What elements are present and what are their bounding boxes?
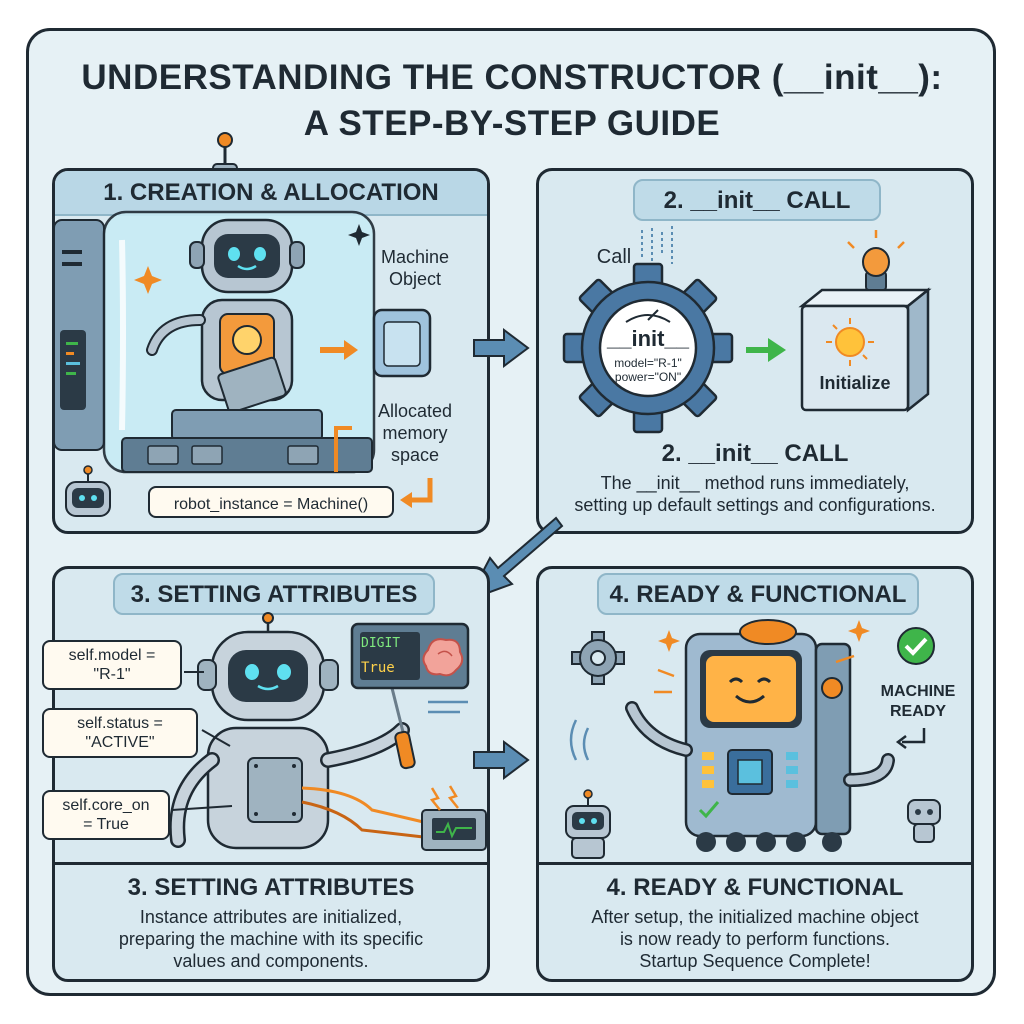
step-3-divider (52, 862, 490, 865)
attributes-illustration (169, 612, 487, 851)
attr-status-box: self.status = "ACTIVE" (42, 708, 198, 758)
attr-status-line-1: self.status = (77, 715, 163, 732)
attr-core-box: self.core_on = True (42, 790, 170, 840)
step-2-caption-heading: 2. __init__ CALL (661, 440, 849, 467)
attr-model-line-1: self.model = (68, 647, 156, 664)
title-line-2: A STEP-BY-STEP GUIDE (303, 104, 721, 143)
step-1-heading: 1. CREATION & ALLOCATION (55, 171, 487, 216)
step-4-divider (536, 862, 974, 865)
machine-object-label-2: Object (388, 269, 442, 289)
init-illustration (562, 226, 932, 434)
instantiation-code: robot_instance = Machine() (148, 486, 394, 518)
step-2-caption-line-1: The __init__ method runs immediately, (600, 473, 910, 493)
attr-status-line-2: "ACTIVE" (85, 734, 155, 751)
call-label: Call (596, 246, 632, 268)
step-3-heading: 3. SETTING ATTRIBUTES (113, 573, 435, 615)
screen-line-1: DIGIT (361, 636, 401, 651)
memory-label-3: space (390, 445, 440, 465)
gear-arg-power: power="ON" (614, 370, 682, 384)
step-3-caption-line-1: Instance attributes are initialized, (139, 907, 403, 927)
step-3-caption-heading: 3. SETTING ATTRIBUTES (127, 874, 415, 901)
step-4-heading: 4. READY & FUNCTIONAL (597, 573, 919, 615)
step-2-heading: 2. __init__ CALL (633, 179, 881, 221)
memory-label-2: memory (382, 423, 448, 443)
step-4-caption-line-1: After setup, the initialized machine obj… (591, 907, 919, 927)
arrow-icon (473, 328, 530, 368)
creation-illustration (53, 210, 433, 517)
attr-model-box: self.model = "R-1" (42, 640, 182, 690)
machine-ready-line-2: READY (889, 703, 946, 720)
attr-model-line-2: "R-1" (93, 666, 131, 683)
machine-ready-line-1: MACHINE (880, 683, 956, 700)
ready-illustration (565, 619, 941, 859)
attr-core-line-1: self.core_on (62, 797, 150, 814)
screen-line-2: True (361, 660, 395, 676)
initialize-label: Initialize (819, 373, 891, 393)
arrow-icon (473, 740, 530, 780)
gear-arg-model: model="R-1" (614, 356, 682, 370)
title-line-1: UNDERSTANDING THE CONSTRUCTOR (__init__)… (81, 58, 943, 97)
memory-label-1: Allocated (377, 401, 453, 421)
step-3-caption-line-3: values and components. (173, 951, 369, 971)
gear-method-name: __init__ (607, 326, 689, 351)
step-4-caption-heading: 4. READY & FUNCTIONAL (606, 874, 904, 901)
step-4-caption-line-2: is now ready to perform functions. (619, 929, 891, 949)
step-4-caption-line-3: Startup Sequence Complete! (639, 951, 871, 971)
machine-object-label-1: Machine (380, 247, 450, 267)
arrow-icon (465, 516, 564, 602)
step-2-caption-line-2: setting up default settings and configur… (574, 495, 936, 515)
step-3-caption-line-2: preparing the machine with its specific (118, 929, 424, 949)
attr-core-line-2: = True (83, 816, 129, 833)
